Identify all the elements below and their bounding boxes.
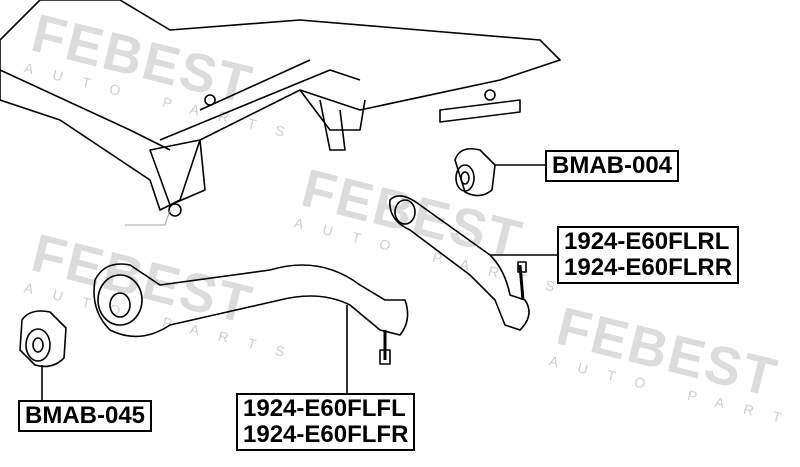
rear-control-arm <box>389 195 530 331</box>
bushing-bmab-004 <box>454 147 496 197</box>
part-label-bmab-045: BMAB-045 <box>18 400 153 432</box>
bushing-bmab-045 <box>19 310 67 368</box>
front-control-arm <box>93 263 409 365</box>
subframe <box>0 0 561 211</box>
part-label-bmab-004: BMAB-004 <box>545 150 680 182</box>
